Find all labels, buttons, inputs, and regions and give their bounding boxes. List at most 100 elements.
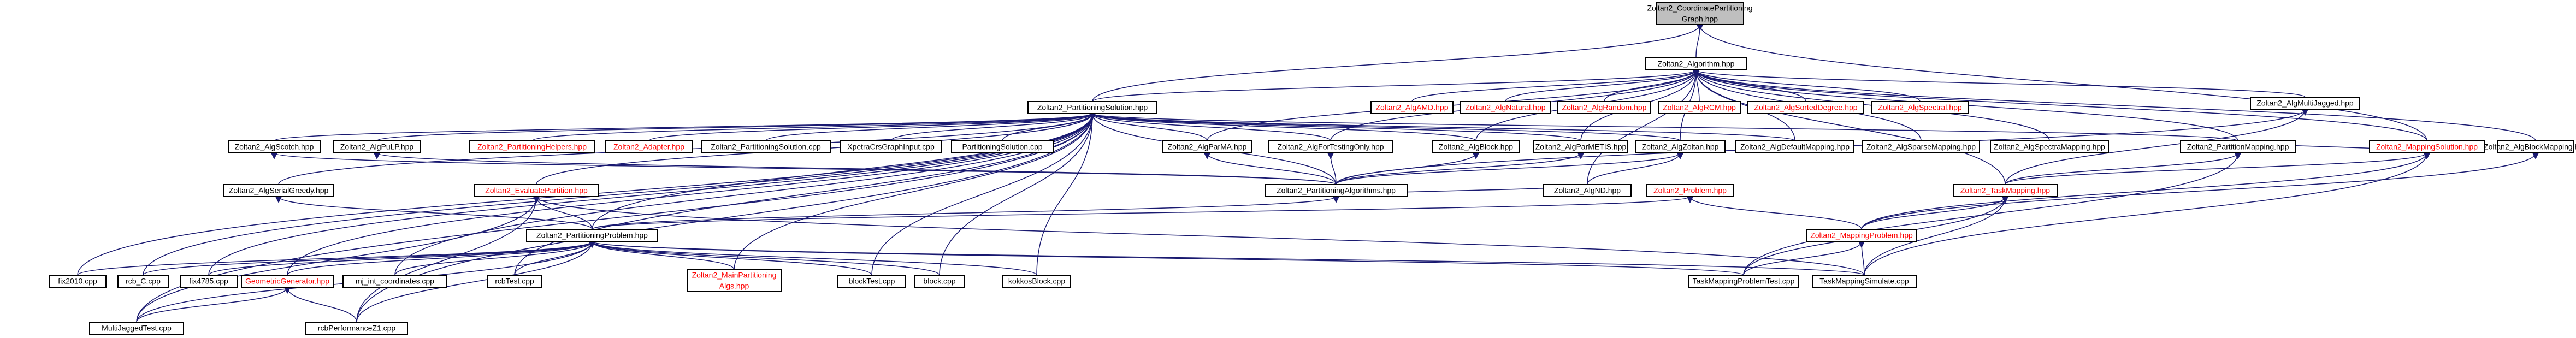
node-scotch[interactable]: Zoltan2_AlgScotch.hpp	[228, 140, 321, 153]
node-box	[1432, 140, 1520, 153]
node-box	[840, 140, 942, 153]
node-fix2010[interactable]: fix2010.cpp	[49, 275, 107, 288]
edge-fix4785-includes-partprob	[208, 241, 595, 276]
node-amd[interactable]: Zoltan2_AlgAMD.hpp	[1370, 101, 1454, 114]
edge-algnd-includes-zoltan	[1587, 152, 1683, 185]
edge-ps-includes-root	[1092, 24, 1703, 102]
edge-blockmap-includes-alg	[1693, 69, 2536, 141]
node-natural[interactable]: Zoltan2_AlgNatural.hpp	[1460, 101, 1551, 114]
node-label: Zoltan2_CoordinatePartitioning	[1647, 4, 1752, 13]
edge-partalgs-includes-zoltan	[1336, 152, 1683, 185]
node-blocktest[interactable]: blockTest.cpp	[837, 275, 906, 288]
edge-mapprob-includes-mapsol	[1861, 152, 2430, 230]
node-label: Zoltan2_PartitioningSolution.cpp	[711, 143, 821, 151]
node-label: Zoltan2_TaskMapping.hpp	[1960, 186, 2050, 195]
node-box	[2250, 97, 2360, 110]
node-label: Zoltan2_Adapter.hpp	[613, 143, 684, 151]
node-rcbc[interactable]: rcb_C.cpp	[117, 275, 169, 288]
node-fix4785[interactable]: fix4785.cpp	[180, 275, 238, 288]
node-evalpart[interactable]: Zoltan2_EvaluatePartition.hpp	[474, 184, 599, 197]
edge-partalgs-includes-block	[1336, 152, 1479, 185]
edge-taskmap-includes-partmap	[2005, 152, 2241, 185]
edge-partalgs-includes-fortest	[1327, 152, 1337, 185]
node-tmsim[interactable]: TaskMappingSimulate.cpp	[1812, 275, 1917, 288]
node-box	[1747, 101, 1864, 114]
node-box	[228, 140, 321, 153]
node-multijag[interactable]: Zoltan2_AlgMultiJagged.hpp	[2250, 97, 2360, 110]
node-box	[342, 275, 447, 288]
node-fortest[interactable]: Zoltan2_AlgForTestingOnly.hpp	[1268, 140, 1393, 153]
node-label: Zoltan2_AlgParMETIS.hpp	[1535, 143, 1627, 151]
node-partprob[interactable]: Zoltan2_PartitioningProblem.hpp	[526, 229, 658, 242]
node-box	[526, 229, 658, 242]
node-algnd[interactable]: Zoltan2_AlgND.hpp	[1543, 184, 1632, 197]
edge-blockcpp-includes-ps	[939, 113, 1096, 276]
node-random[interactable]: Zoltan2_AlgRandom.hpp	[1557, 101, 1651, 114]
node-label: Zoltan2_AlgForTestingOnly.hpp	[1277, 143, 1384, 151]
node-label: XpetraCrsGraphInput.cpp	[847, 143, 935, 151]
node-label: Zoltan2_AlgBlock.hpp	[1439, 143, 1513, 151]
node-label: Zoltan2_MappingSolution.hpp	[2376, 143, 2478, 151]
node-parmetis[interactable]: Zoltan2_AlgParMETIS.hpp	[1533, 140, 1628, 153]
node-parma[interactable]: Zoltan2_AlgParMA.hpp	[1162, 140, 1252, 153]
node-tmpt[interactable]: TaskMappingProblemTest.cpp	[1688, 275, 1799, 288]
node-label: Zoltan2_PartitioningSolution.hpp	[1037, 103, 1148, 112]
node-box	[223, 184, 334, 197]
node-spectral[interactable]: Zoltan2_AlgSpectral.hpp	[1871, 101, 1969, 114]
node-rcbtest[interactable]: rcbTest.cpp	[487, 275, 542, 288]
node-parthelp[interactable]: Zoltan2_PartitioningHelpers.hpp	[469, 140, 595, 153]
node-box	[180, 275, 238, 288]
edge-amd-includes-alg	[1411, 69, 1699, 102]
node-defmap[interactable]: Zoltan2_AlgDefaultMapping.hpp	[1735, 140, 1854, 153]
node-box	[1460, 101, 1551, 114]
edge-parthelp-includes-ps	[531, 113, 1096, 141]
node-label: block.cpp	[923, 277, 955, 286]
node-label: Graph.hpp	[1682, 15, 1718, 23]
node-box	[305, 322, 408, 335]
node-mapprob[interactable]: Zoltan2_MappingProblem.hpp	[1806, 229, 1917, 242]
node-box	[469, 140, 595, 153]
edge-mainspart-includes-partprob	[589, 241, 735, 270]
node-rcm[interactable]: Zoltan2_AlgRCM.hpp	[1658, 101, 1741, 114]
node-partmap[interactable]: Zoltan2_PartitionMapping.hpp	[2180, 140, 2296, 153]
node-adapter[interactable]: Zoltan2_Adapter.hpp	[605, 140, 693, 153]
edge-pulp-includes-ps	[376, 113, 1096, 141]
node-partalgs[interactable]: Zoltan2_PartitioningAlgorithms.hpp	[1265, 184, 1408, 197]
node-pscpp[interactable]: Zoltan2_PartitioningSolution.cpp	[701, 140, 831, 153]
node-box	[1688, 275, 1799, 288]
node-box	[1265, 184, 1408, 197]
node-pscpp2[interactable]: PartitioningSolution.cpp	[951, 140, 1054, 153]
node-sparsemap[interactable]: Zoltan2_AlgSparseMapping.hpp	[1862, 140, 1980, 153]
edge-rcbtest-includes-ps	[514, 113, 1096, 276]
node-label: Zoltan2_PartitioningHelpers.hpp	[477, 143, 587, 151]
node-taskmap[interactable]: Zoltan2_TaskMapping.hpp	[1953, 184, 2058, 197]
node-box	[1735, 140, 1854, 153]
node-rcbperf[interactable]: rcbPerformanceZ1.cpp	[305, 322, 408, 335]
node-label: kokkosBlock.cpp	[1008, 277, 1065, 286]
node-box	[1557, 101, 1651, 114]
node-problem[interactable]: Zoltan2_Problem.hpp	[1646, 184, 1734, 197]
node-serialgreedy[interactable]: Zoltan2_AlgSerialGreedy.hpp	[223, 184, 334, 197]
node-box	[117, 275, 169, 288]
node-kokkosblock[interactable]: kokkosBlock.cpp	[1002, 275, 1071, 288]
node-sorteddeg[interactable]: Zoltan2_AlgSortedDegree.hpp	[1747, 101, 1864, 114]
node-ps[interactable]: Zoltan2_PartitioningSolution.hpp	[1027, 101, 1157, 114]
node-pulp[interactable]: Zoltan2_AlgPuLP.hpp	[333, 140, 421, 153]
node-spectramap[interactable]: Zoltan2_AlgSpectraMapping.hpp	[1990, 140, 2109, 153]
node-geomgen[interactable]: GeometricGenerator.hpp	[241, 275, 334, 288]
node-xpetra[interactable]: XpetraCrsGraphInput.cpp	[840, 140, 942, 153]
node-mapsol[interactable]: Zoltan2_MappingSolution.hpp	[2369, 140, 2485, 153]
node-box	[1658, 101, 1741, 114]
node-mjint[interactable]: mj_int_coordinates.cpp	[342, 275, 447, 288]
node-alg[interactable]: Zoltan2_Algorithm.hpp	[1645, 57, 1747, 70]
node-label: Zoltan2_AlgDefaultMapping.hpp	[1740, 143, 1850, 151]
node-blockmap[interactable]: Zoltan2_AlgBlockMapping.hpp	[2484, 140, 2576, 153]
node-blockcpp[interactable]: block.cpp	[914, 275, 965, 288]
node-label: mj_int_coordinates.cpp	[356, 277, 434, 286]
node-mjtest[interactable]: MultiJaggedTest.cpp	[89, 322, 184, 335]
node-zoltan[interactable]: Zoltan2_AlgZoltan.hpp	[1635, 140, 1726, 153]
node-block[interactable]: Zoltan2_AlgBlock.hpp	[1432, 140, 1520, 153]
